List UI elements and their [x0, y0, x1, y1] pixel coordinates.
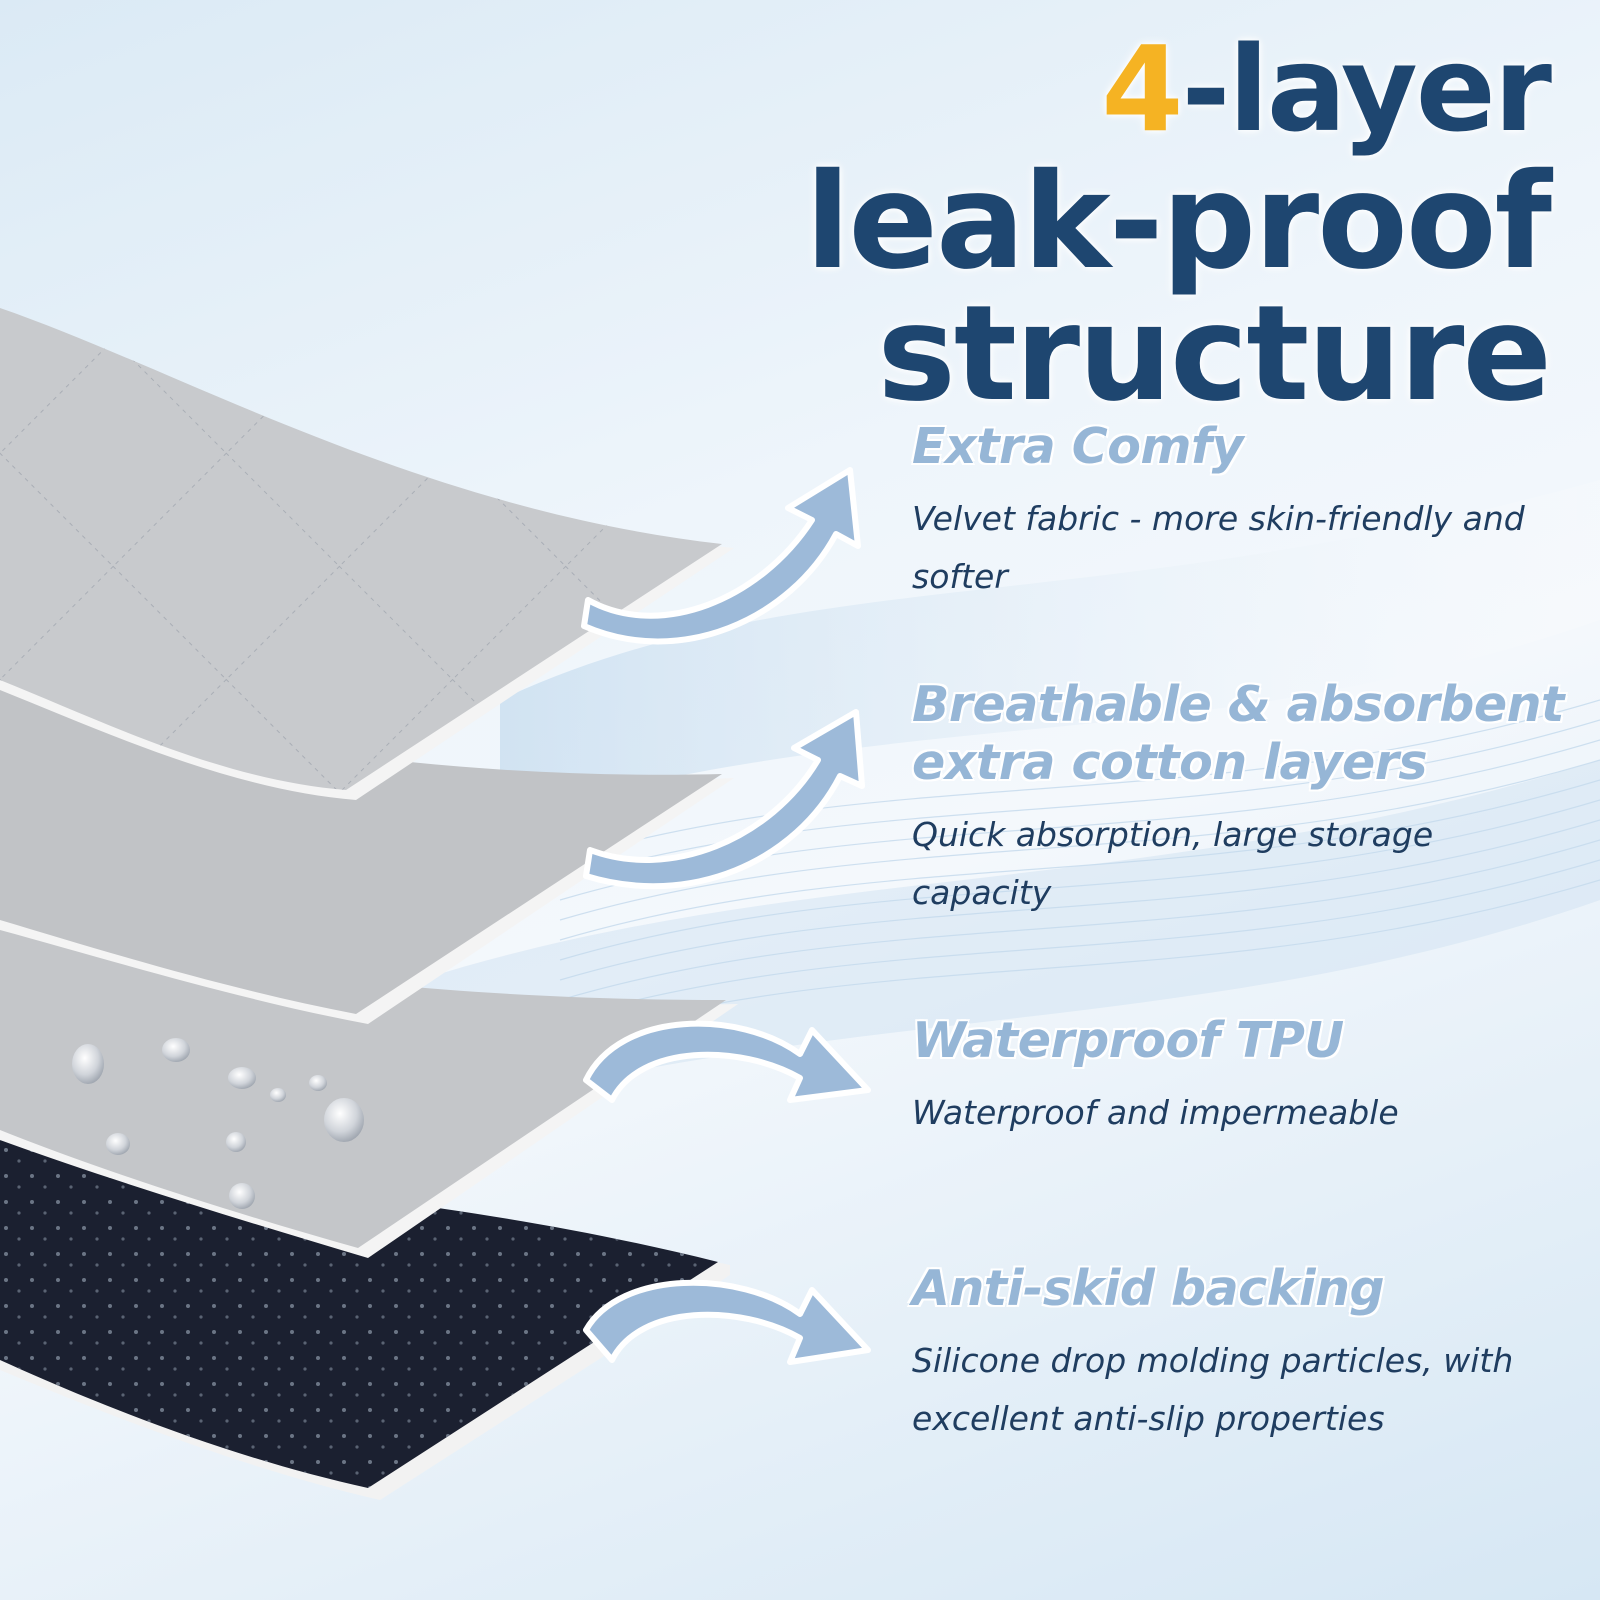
feature-title: Breathable & absorbent extra cotton laye… — [912, 676, 1564, 791]
water-droplets — [72, 1038, 364, 1209]
layer-anti-skid-backing — [0, 1140, 730, 1500]
feature-title: Waterproof TPU — [912, 1012, 1344, 1069]
layer-velvet-comfy — [0, 308, 734, 800]
feature-description: Quick absorption, large storage capacity — [912, 814, 1434, 912]
title-accent-number: 4 — [1101, 20, 1183, 158]
curved-arrow-icon — [581, 467, 861, 645]
curved-arrow-icon — [583, 1020, 871, 1103]
curved-arrow-icon — [583, 709, 865, 890]
curved-arrow-icon — [583, 1279, 871, 1365]
page-title: 4-layer leak-proof structure — [130, 30, 1552, 431]
feature-description: Velvet fabric - more skin-friendly and s… — [912, 498, 1525, 596]
title-line1: -layer — [1181, 20, 1552, 158]
feature-title: Anti-skid backing — [912, 1260, 1385, 1317]
feature-waterproof-tpu: Waterproof TPU Waterproof and impermeabl… — [912, 1012, 1572, 1142]
feature-breathable-absorbent: Breathable & absorbent extra cotton laye… — [912, 676, 1572, 922]
layer-cotton-absorbent — [0, 680, 734, 1024]
feature-description: Silicone drop molding particles, with ex… — [912, 1340, 1514, 1438]
layer-waterproof-tpu — [0, 920, 738, 1258]
feature-title: Extra Comfy — [912, 418, 1244, 475]
feature-description: Waterproof and impermeable — [912, 1092, 1399, 1132]
feature-anti-skid-backing: Anti-skid backing Silicone drop molding … — [912, 1260, 1572, 1448]
feature-extra-comfy: Extra Comfy Velvet fabric - more skin-fr… — [912, 418, 1572, 606]
title-line2: leak-proof structure — [805, 145, 1552, 431]
